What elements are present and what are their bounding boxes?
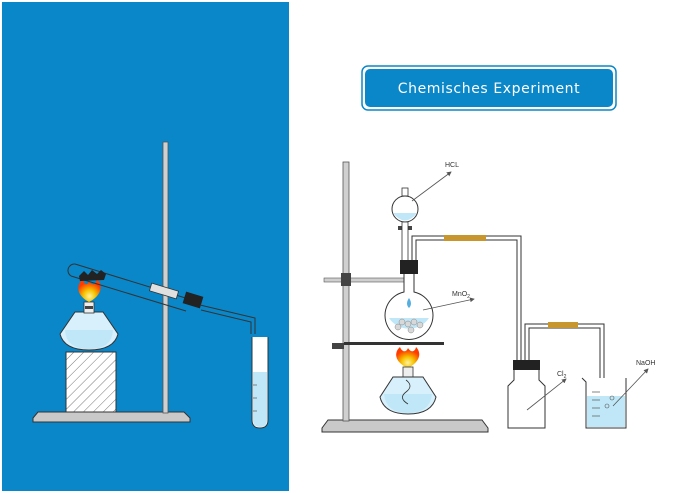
collection-tube-icon (251, 337, 269, 429)
label-mno2: MnO2 (452, 291, 470, 300)
label-hcl: HCL (445, 162, 459, 169)
left-apparatus (32, 141, 269, 429)
stand-base (32, 411, 191, 423)
flame-icon (78, 279, 101, 302)
round-bottom-flask-icon (384, 260, 434, 340)
beaker-icon (581, 377, 627, 429)
label-naoh: NaOH (636, 360, 655, 367)
page-title: Chemisches Experiment (398, 81, 581, 97)
flame-icon (396, 347, 420, 368)
cl2-pointer (526, 378, 567, 411)
retort-stand-icon (321, 161, 489, 433)
title-box: Chemisches Experiment (361, 65, 617, 111)
spirit-lamp-icon (59, 301, 119, 351)
delivery-tube (411, 235, 605, 392)
hcl-pointer (411, 171, 452, 202)
left-panel-background (2, 2, 289, 491)
label-cl2: Cl2 (557, 371, 567, 380)
callouts: HCL MnO2 Cl2 NaOH (411, 162, 655, 411)
mno2-pointer (422, 297, 475, 311)
test-tube-icon (67, 263, 256, 334)
spirit-lamp-icon (379, 366, 437, 415)
naoh-pointer (612, 368, 649, 407)
separating-funnel-icon (391, 187, 419, 263)
support-block (65, 351, 117, 413)
retort-stand-icon (162, 141, 169, 414)
gas-washing-bottle-icon (507, 360, 546, 429)
